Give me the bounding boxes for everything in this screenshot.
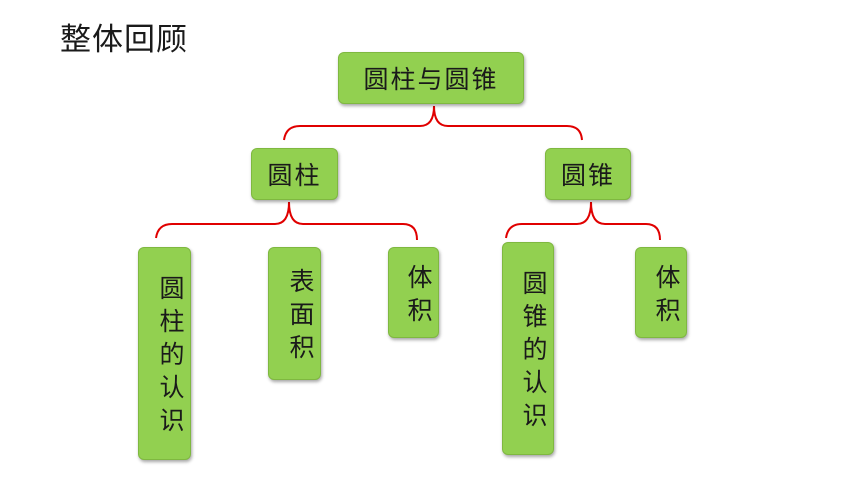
- branch-node-cylinder: 圆柱: [251, 148, 338, 200]
- root-node: 圆柱与圆锥: [338, 52, 524, 104]
- leaf-node-cylinder-volume: 体积: [388, 247, 439, 338]
- leaf-node-cylinder-surface-area: 表面积: [268, 247, 321, 380]
- root-brace: [283, 105, 583, 141]
- page-title: 整体回顾: [60, 22, 188, 58]
- cone-brace: [505, 201, 661, 241]
- branch-node-cone: 圆锥: [545, 148, 631, 200]
- cylinder-brace: [155, 201, 418, 241]
- leaf-node-cone-recognition: 圆锥的认识: [502, 242, 554, 455]
- leaf-node-cone-volume: 体积: [635, 247, 687, 338]
- leaf-node-cylinder-recognition: 圆柱的认识: [138, 247, 191, 460]
